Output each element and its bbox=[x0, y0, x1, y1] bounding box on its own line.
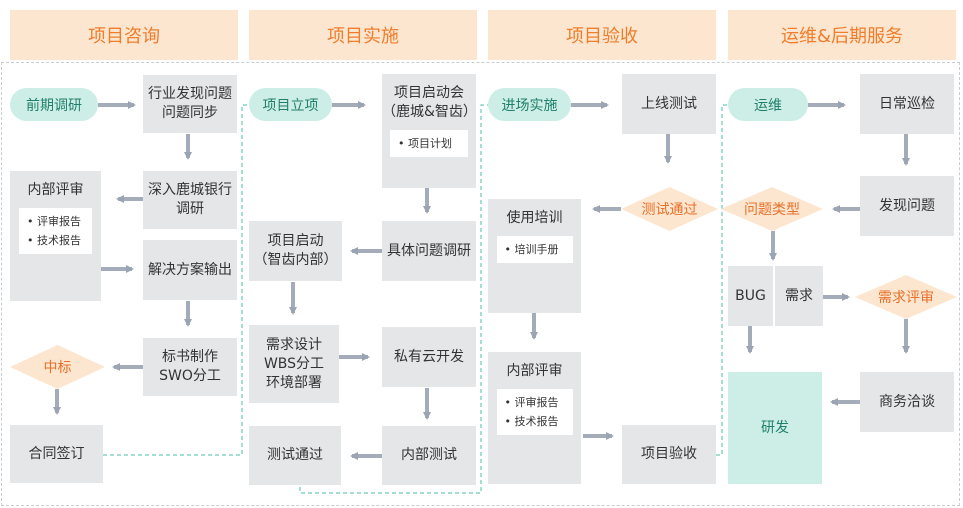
node-internal-kickoff: 项目启动 （智齿内部） bbox=[249, 221, 342, 281]
node-specific-research: 具体问题调研 bbox=[382, 221, 476, 281]
node-tender-line1: 标书制作 bbox=[162, 349, 218, 365]
node-accept-review-title: 内部评审 bbox=[506, 363, 563, 379]
node-training-title: 使用培训 bbox=[506, 210, 563, 226]
phase-header-consult: 项目咨询 bbox=[10, 10, 238, 60]
node-requirement-design: 需求设计 WBS分工 环境部署 bbox=[249, 325, 339, 403]
node-operations: 运维 bbox=[728, 88, 808, 121]
node-bank-research: 深入鹿城银行 调研 bbox=[143, 171, 237, 229]
node-development: 研发 bbox=[728, 372, 822, 484]
node-design-line3: 环境部署 bbox=[266, 374, 322, 391]
node-issue-sync-line1: 行业发现问题 bbox=[148, 86, 232, 102]
node-accept-review: 内部评审 评审报告 技术报告 bbox=[488, 352, 581, 484]
phase-header-ops: 运维&后期服务 bbox=[728, 10, 956, 60]
decision-win-bid-label: 中标 bbox=[43, 360, 72, 376]
node-kickoff-meeting: 项目启动会 （鹿城&智齿） 项目计划 bbox=[382, 74, 477, 188]
node-tender: 标书制作 SWO分工 bbox=[143, 338, 237, 396]
node-bank-research-line1: 深入鹿城银行 bbox=[148, 182, 232, 198]
node-tender-line2: SWO分工 bbox=[159, 368, 221, 384]
node-onsite-implementation: 进场实施 bbox=[488, 88, 571, 121]
node-design-line1: 需求设计 bbox=[266, 336, 322, 353]
training-items: 培训手册 bbox=[496, 236, 573, 263]
dashed-link-accept-to-ops bbox=[716, 104, 732, 456]
node-internal-kickoff-line2: （智齿内部） bbox=[253, 252, 338, 268]
node-design-line2: WBS分工 bbox=[263, 355, 325, 372]
node-internal-test: 内部测试 bbox=[382, 426, 476, 485]
diagram-frame bbox=[1, 62, 960, 506]
consult-review-item: 技术报告 bbox=[27, 231, 84, 250]
decision-win-bid: 中标 bbox=[10, 345, 105, 389]
node-daily-patrol: 日常巡检 bbox=[860, 74, 954, 134]
node-bank-research-line2: 调研 bbox=[176, 201, 204, 217]
decision-requirement-review: 需求评审 bbox=[855, 275, 957, 319]
node-issue-sync-line2: 问题同步 bbox=[162, 105, 218, 121]
consult-review-items: 评审报告 技术报告 bbox=[19, 208, 92, 254]
phase-header-acceptance: 项目验收 bbox=[488, 10, 716, 60]
accept-review-item: 评审报告 bbox=[505, 393, 565, 412]
node-kickoff-line1: 项目启动会 bbox=[394, 85, 464, 101]
node-business-negotiation: 商务洽谈 bbox=[860, 372, 954, 432]
node-find-issue: 发现问题 bbox=[860, 176, 954, 236]
node-issue-sync: 行业发现问题 问题同步 bbox=[143, 75, 237, 133]
node-consult-review: 内部评审 评审报告 技术报告 bbox=[10, 171, 101, 301]
node-solution-output: 解决方案输出 bbox=[143, 240, 237, 300]
node-kickoff-line2: （鹿城&智齿） bbox=[382, 104, 477, 120]
dashed-link-test-to-accept bbox=[299, 104, 493, 494]
node-contract-signing: 合同签订 bbox=[10, 425, 103, 483]
node-internal-kickoff-line1: 项目启动 bbox=[267, 233, 324, 249]
kickoff-items: 项目计划 bbox=[390, 130, 468, 157]
kickoff-item: 项目计划 bbox=[398, 134, 460, 153]
node-training: 使用培训 培训手册 bbox=[488, 199, 581, 313]
node-project-approval: 项目立项 bbox=[249, 88, 332, 121]
node-consult-review-title: 内部评审 bbox=[27, 182, 84, 198]
node-project-acceptance: 项目验收 bbox=[622, 425, 716, 484]
decision-test-pass-label: 测试通过 bbox=[641, 202, 698, 218]
node-requirement: 需求 bbox=[775, 266, 823, 326]
training-item: 培训手册 bbox=[505, 240, 565, 259]
decision-requirement-review-label: 需求评审 bbox=[878, 290, 934, 306]
node-bug: BUG bbox=[728, 266, 773, 326]
accept-review-items: 评审报告 技术报告 bbox=[496, 389, 573, 435]
node-early-research: 前期调研 bbox=[10, 88, 98, 121]
node-online-test: 上线测试 bbox=[622, 74, 716, 134]
consult-review-item: 评审报告 bbox=[27, 212, 84, 231]
decision-issue-type: 问题类型 bbox=[721, 187, 823, 231]
node-impl-test-pass: 测试通过 bbox=[249, 426, 341, 485]
decision-test-pass: 测试通过 bbox=[621, 187, 718, 231]
phase-header-implementation: 项目实施 bbox=[249, 10, 477, 60]
accept-review-item: 技术报告 bbox=[505, 412, 565, 431]
decision-issue-type-label: 问题类型 bbox=[744, 202, 800, 218]
node-private-cloud-dev: 私有云开发 bbox=[382, 327, 476, 387]
